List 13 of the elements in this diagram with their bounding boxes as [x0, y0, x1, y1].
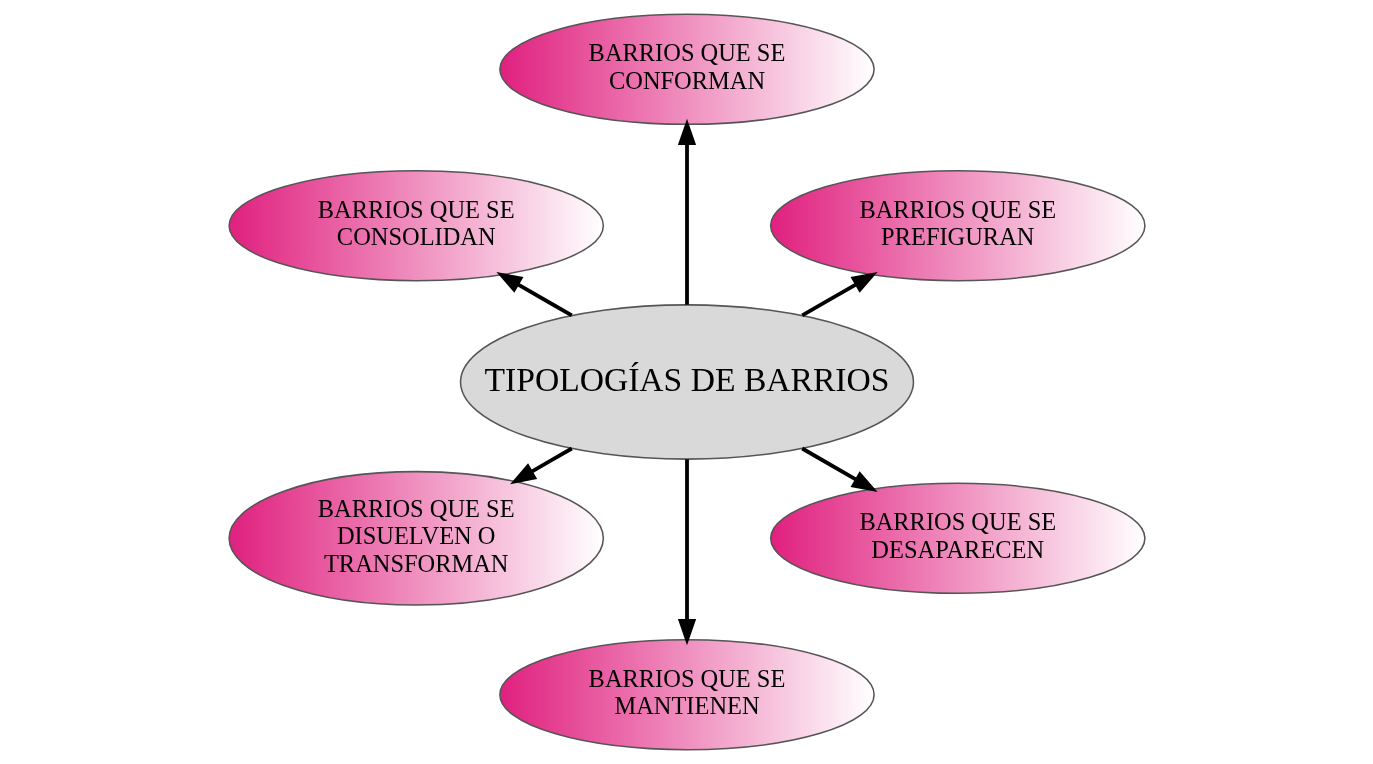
node-ellipse: BARRIOS QUE SE DESAPARECEN — [769, 482, 1146, 595]
arrow — [495, 271, 573, 318]
node-ellipse: BARRIOS QUE SE CONFORMAN — [498, 13, 875, 126]
node-ellipse: BARRIOS QUE SE CONSOLIDAN — [227, 169, 604, 282]
node-ellipse: BARRIOS QUE SE DISUELVEN O TRANSFORMAN — [227, 470, 604, 606]
node-ellipse: BARRIOS QUE SE PREFIGURAN — [769, 169, 1146, 282]
arrow — [800, 446, 878, 493]
arrow — [677, 118, 696, 305]
arrow — [800, 271, 878, 318]
node-ellipse: TIPOLOGÍAS DE BARRIOS — [459, 304, 914, 460]
arrow — [509, 446, 573, 485]
node-ellipse: BARRIOS QUE SE MANTIENEN — [498, 638, 875, 751]
arrow — [677, 459, 696, 646]
